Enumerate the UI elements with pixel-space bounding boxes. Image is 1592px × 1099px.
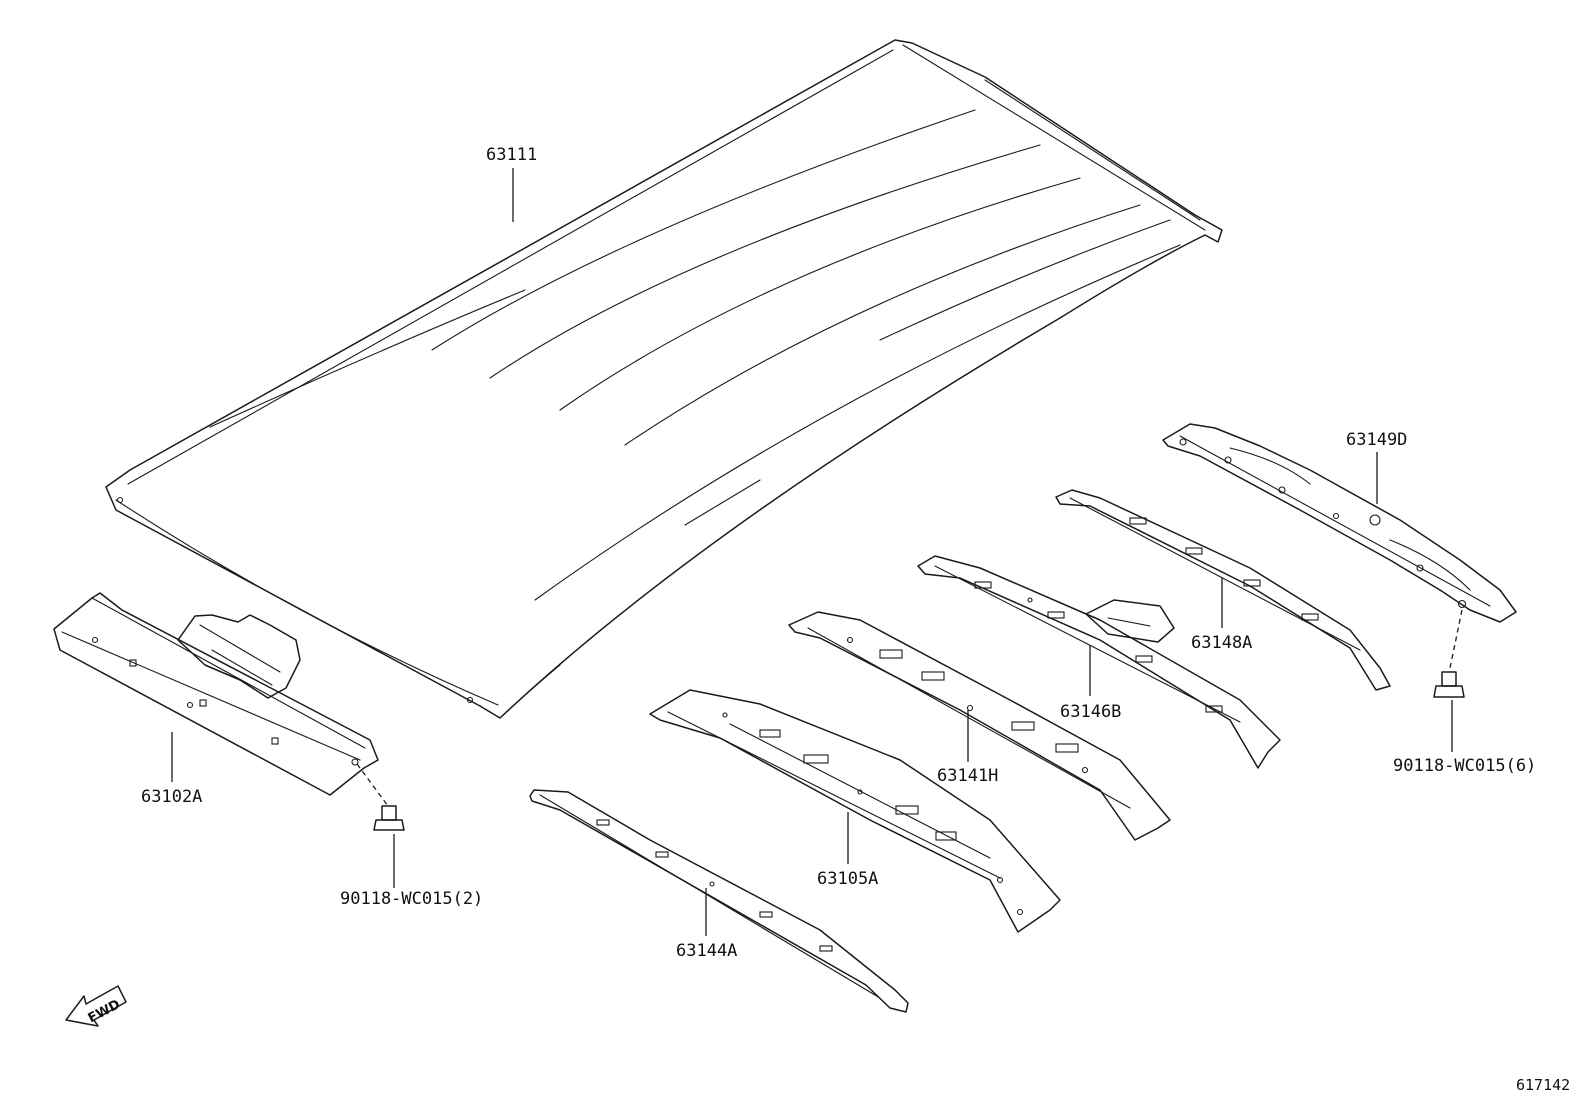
label-bolt-rear: 90118-WC015(6): [1393, 756, 1536, 776]
label-63144A: 63144A: [676, 941, 737, 961]
roof-bow-63144A[interactable]: [529, 789, 909, 1013]
fwd-arrow-icon: FWD: [65, 985, 127, 1027]
roof-bow-63141H[interactable]: [649, 689, 1061, 933]
label-63148A: 63146B: [1060, 702, 1121, 722]
label-bolt-front: 90118-WC015(2): [340, 889, 483, 909]
diagram-id: 617142: [1516, 1076, 1570, 1094]
label-63102A: 63102A: [141, 787, 202, 807]
bolt-rear-guide: [1449, 609, 1463, 669]
label-63111: 63111: [486, 145, 537, 165]
roof-bow-63146B[interactable]: [788, 611, 1171, 841]
bolt-rear-icon: [1433, 671, 1465, 698]
roof-bow-63149D[interactable]: [1055, 489, 1391, 691]
roof-bow-63148A[interactable]: [917, 555, 1281, 769]
front-header[interactable]: [53, 592, 379, 796]
roof-panel[interactable]: [105, 39, 1223, 719]
label-63146B: 63141H: [937, 766, 998, 786]
label-63141H: 63105A: [817, 869, 878, 889]
label-63105A: 63149D: [1346, 430, 1407, 450]
bolt-front-icon: [373, 805, 405, 831]
label-63149D: 63148A: [1191, 633, 1252, 653]
rear-header[interactable]: [1162, 423, 1517, 623]
